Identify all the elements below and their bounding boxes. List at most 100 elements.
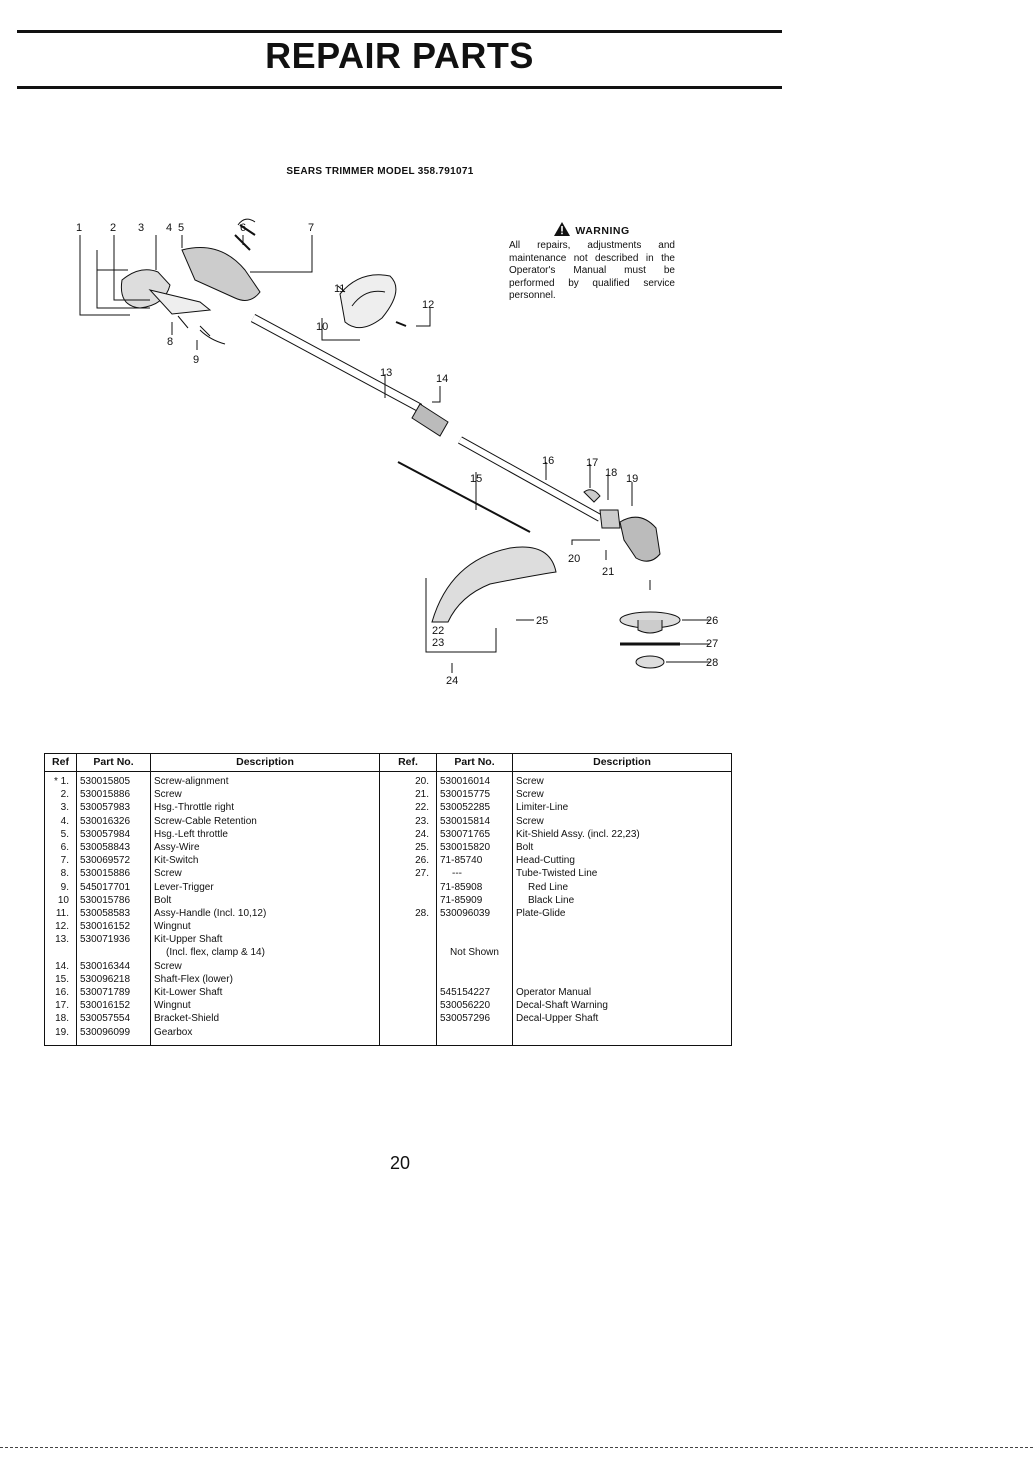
shield-bracket-part (599, 509, 621, 529)
part-number: 530057296 (440, 1013, 491, 1025)
part-description: Bracket-Shield (154, 1013, 220, 1025)
part-number: 530056220 (440, 1000, 491, 1012)
part-ref: 6. (60, 841, 69, 853)
header-part-left: Part No. (76, 753, 151, 772)
part-description: Kit-Shield Assy. (incl. 22,23) (516, 828, 640, 840)
part-ref: 19. (55, 1026, 69, 1038)
part-description: Screw (154, 868, 182, 880)
spacer (383, 973, 433, 986)
part-ref: 23. (415, 815, 429, 827)
part-number: 530071765 (440, 828, 491, 840)
part-description: Decal-Upper Shaft (516, 1013, 599, 1025)
callout-16: 16 (542, 455, 554, 467)
part-description: Assy-Handle (Incl. 10,12) (154, 907, 267, 919)
part-number: 530096099 (80, 1026, 131, 1038)
part-ref: 22. (415, 802, 429, 814)
part-number: 530052285 (440, 802, 491, 814)
part-description: Screw-Cable Retention (154, 815, 257, 827)
part-number: 530015820 (440, 841, 491, 853)
part-ref: 17. (55, 1000, 69, 1012)
part-ref: 9. (60, 881, 69, 893)
throttle-housing-left-part (181, 247, 261, 301)
part-number: 545154227 (440, 987, 491, 998)
handle-assembly-part (339, 274, 397, 329)
part-ref: 10 (57, 894, 69, 906)
part-description: Hsg.-Throttle right (154, 802, 235, 814)
page-number: 20 (389, 1153, 411, 1173)
part-ref: 4. (60, 815, 69, 827)
table-header-row: Ref Part No. Description Ref. Part No. D… (44, 753, 732, 772)
spacer (440, 933, 509, 946)
callout-20: 20 (568, 553, 580, 565)
part-number: 530069572 (80, 855, 131, 867)
part-description: Kit-Upper Shaft (154, 934, 223, 946)
part-number: 71-85740 (440, 855, 483, 867)
top-rule (17, 30, 782, 33)
part-description: Bolt (516, 841, 534, 853)
part-ref: * 1. (53, 776, 69, 787)
part-ref: 7. (60, 855, 69, 867)
warning-box: WARNING All repairs, adjustments and mai… (509, 222, 675, 302)
gearbox-part (619, 516, 661, 562)
callout-2: 2 (110, 222, 116, 234)
part-ref (383, 881, 433, 894)
part-number: 530016326 (80, 815, 131, 827)
part-number: 71-85909 (440, 894, 483, 906)
callout-10: 10 (316, 321, 328, 333)
part-description: Red Line (528, 881, 569, 893)
part-number: 530071936 (80, 934, 131, 946)
part-number: 530015886 (80, 868, 131, 880)
spacer (383, 946, 433, 959)
callout-24: 24 (446, 675, 458, 687)
spacer (516, 933, 728, 946)
callout-11: 11 (334, 283, 345, 295)
spacer (516, 973, 728, 986)
part-number: 545017701 (80, 881, 131, 893)
callout-17: 17 (586, 457, 598, 469)
callout-1: 1 (76, 222, 82, 234)
part-ref: 13. (55, 934, 69, 946)
part-number: 530057984 (80, 828, 131, 840)
part-description: Screw (154, 960, 182, 972)
part-description: Shaft-Flex (lower) (154, 973, 233, 985)
part-number: 71-85908 (440, 881, 483, 893)
part-number: 530096218 (80, 973, 131, 985)
part-description: Gearbox (154, 1026, 193, 1038)
callout-9: 9 (193, 354, 199, 366)
part-description: Plate-Glide (516, 907, 566, 919)
callout-5: 5 (178, 222, 184, 234)
part-ref: 14. (55, 960, 69, 972)
warning-triangle-icon (554, 222, 571, 239)
callout-8: 8 (167, 336, 173, 348)
model-caption: SEARS TRIMMER MODEL 358.791071 (286, 166, 474, 177)
part-ref: 25. (415, 841, 429, 853)
part-ref (383, 894, 433, 907)
part-number: 530015775 (440, 789, 491, 801)
part-ref: 18. (55, 1013, 69, 1025)
callout-28: 28 (706, 657, 718, 669)
spacer (440, 920, 509, 933)
part-number: 530016344 (80, 960, 131, 972)
part-number: 530015886 (80, 789, 131, 801)
callout-26: 26 (706, 615, 718, 627)
footer-rule (0, 1447, 1033, 1448)
part-ref: 12. (55, 921, 69, 933)
warning-heading-text: WARNING (575, 225, 630, 237)
part-ref: 16. (55, 987, 69, 998)
callout-14: 14 (436, 373, 448, 385)
header-desc-left: Description (150, 753, 380, 772)
part-description: Wingnut (154, 1000, 191, 1012)
part-description: Screw (154, 789, 182, 801)
warning-text: All repairs, adjustments and maintenance… (509, 240, 675, 302)
parts-table: Ref Part No. Description Ref. Part No. D… (44, 753, 732, 1046)
spacer (516, 946, 728, 959)
spacer (383, 960, 433, 973)
part-description: Head-Cutting (516, 855, 575, 867)
part-ref: 3. (60, 802, 69, 814)
part-ref: 20. (415, 776, 429, 787)
part-ref: 8. (60, 868, 69, 880)
callout-12: 12 (422, 299, 434, 311)
